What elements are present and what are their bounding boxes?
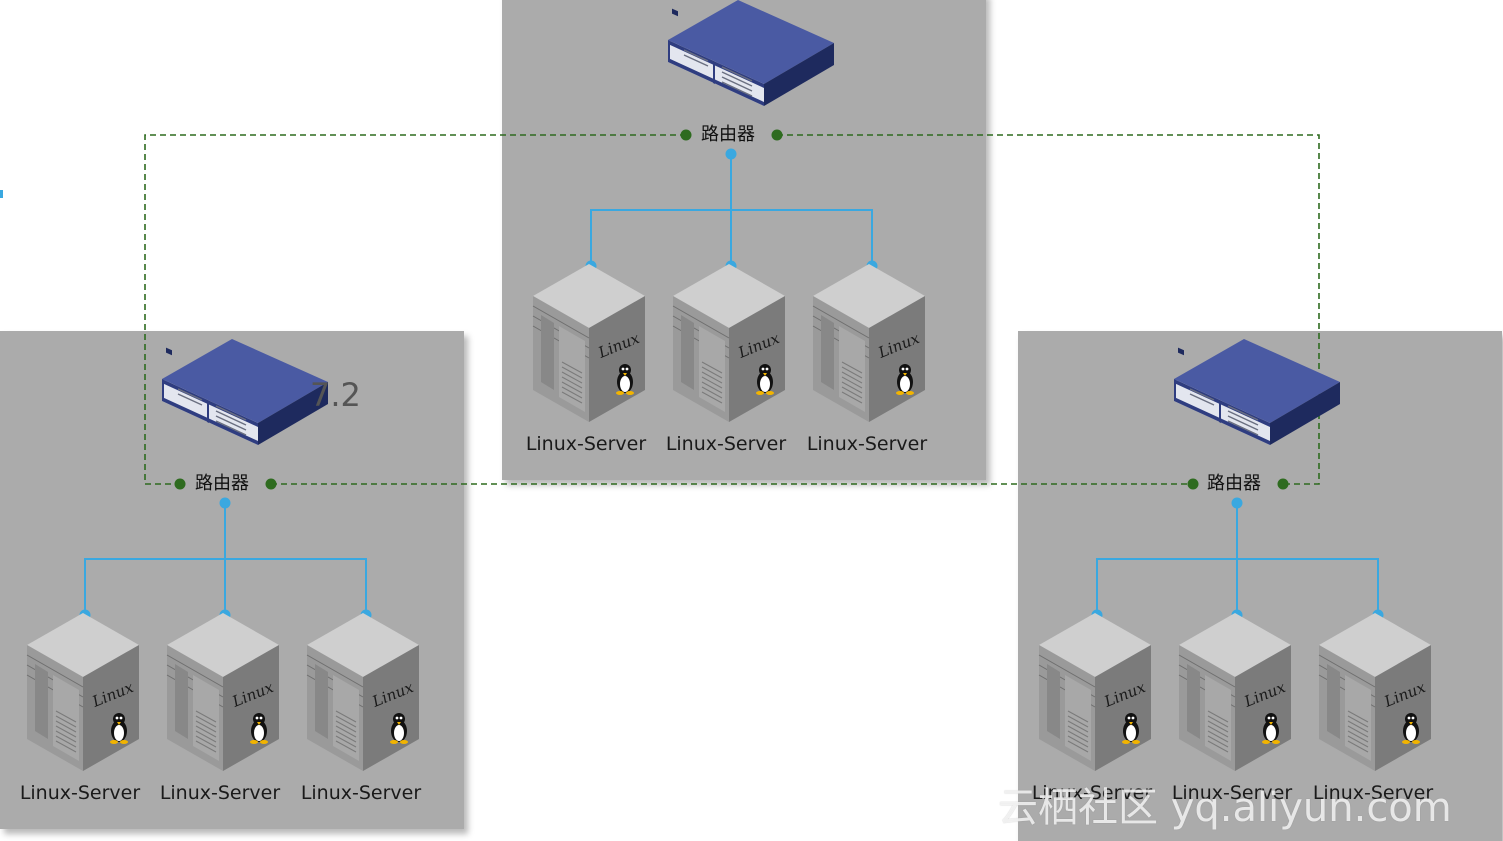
server-label: Linux-Server [525, 433, 647, 455]
edge-marker [0, 190, 3, 198]
router-label-left: 路由器 [192, 473, 252, 495]
server-label: Linux-Server [1031, 782, 1153, 804]
router-label-right: 路由器 [1204, 473, 1264, 495]
server-label: Linux-Server [665, 433, 787, 455]
router-label-top: 路由器 [698, 124, 758, 146]
server-label: Linux-Server [300, 782, 422, 804]
router-icon-left [161, 338, 329, 446]
server-label: Linux-Server [1171, 782, 1293, 804]
port-dot [265, 478, 277, 490]
port-dot [174, 478, 186, 490]
server-label: Linux-Server [1312, 782, 1434, 804]
lan-link-left [84, 503, 367, 615]
server-label: Linux-Server [806, 433, 928, 455]
watermark: 云栖社区 yq.aliyun.com [998, 785, 1452, 831]
server-label: Linux-Server [19, 782, 141, 804]
lan-link-top [590, 154, 873, 266]
dashed-link-top-right [777, 134, 1320, 485]
router-icon-top [667, 0, 835, 107]
router-icon-right [1173, 338, 1341, 446]
lan-link-right [1096, 503, 1379, 615]
port-dot [680, 129, 692, 141]
dashed-link-top-left [144, 134, 686, 485]
port-dot [1277, 478, 1289, 490]
server-label: Linux-Server [159, 782, 281, 804]
port-dot [771, 129, 783, 141]
partial-address-label: 7.2 [310, 376, 361, 414]
port-dot [1187, 478, 1199, 490]
